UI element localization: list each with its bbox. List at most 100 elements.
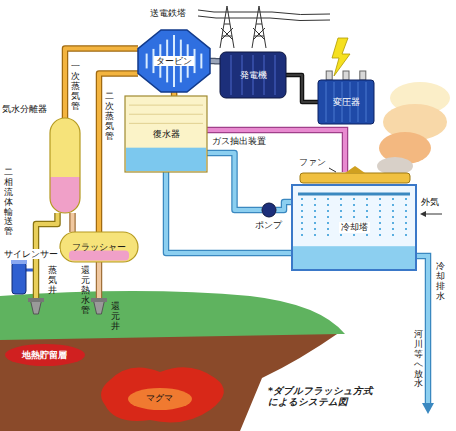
water-drops [327,198,329,238]
flasher: フラッシャー [60,232,138,262]
condenser-label: 復水器 [151,129,182,139]
tower-water [293,246,415,269]
condenser-body [125,96,207,172]
steam-well-shape [28,300,44,314]
separator-label: 気水分離器 [2,104,47,114]
wellhead-top [28,298,44,302]
pipe-outline [69,213,76,232]
layer-label: 地熱貯留層 [22,350,67,360]
pipe-line [166,172,292,253]
transformer-body [318,80,374,124]
transformer: 変圧器 [318,80,374,124]
separator: 気水分離器 [50,118,80,213]
flasher-outline [60,232,138,262]
separator-shape [50,118,80,213]
sprinkler-pipe [298,193,410,196]
pump-shape [262,203,276,217]
transformer-bushing [360,71,366,80]
water-drops [379,198,381,238]
pump: ポンプ [262,203,276,217]
pipe-label: 一次蒸気管 [71,62,80,111]
transformer-bushing [343,71,349,80]
transformer-fin [326,82,327,122]
pipe-line [71,213,75,232]
condenser: 復水器 [125,96,207,172]
reinjection-well-label: 還元井 [111,302,120,332]
silencer-label: サイレンサー [2,249,60,259]
turbine: タービン [138,30,210,92]
reservoir [5,344,85,366]
pipe-line [210,59,220,63]
lightning [332,38,350,76]
condenser-tube [129,105,203,106]
cooling-tower: 冷却塔 [292,185,416,270]
wellhead [93,300,104,314]
leader-line [329,168,336,172]
separator-water [50,177,80,213]
turbine-blade [200,54,202,69]
pylon-frame [246,6,272,48]
tower-body [292,185,416,270]
water-drops [405,198,407,238]
pylon-frame [214,6,240,48]
pipe-connector [286,75,318,102]
steam-well-label: 蒸気井 [48,266,57,296]
pipe-label: 二相流体輸送管 [4,168,13,237]
condenser-water [126,148,206,171]
turbine-blade [146,54,148,69]
turbine-casing [138,30,210,92]
transformer-label: 変圧器 [333,97,360,107]
pipe-outline [286,75,318,102]
pipe-line [286,75,318,102]
generator-rib [274,55,276,95]
reinjection-well-shape [91,300,107,314]
water-drops [314,198,316,238]
drain-arrowhead [422,403,434,414]
pipe-connector [72,213,73,232]
steam-plume [377,157,413,175]
silencer-cap [11,260,27,264]
part-label: 外気 [421,197,439,207]
pipe-line [276,202,292,210]
pipe-connector [99,262,100,300]
pump-body [262,203,276,217]
pipe-connector [166,172,292,253]
pipe-connector [276,202,292,210]
pipe-outline [276,202,292,210]
pipe-label: 二次蒸気管 [105,92,114,141]
layer-label: マグマ [146,393,173,403]
pipe-outline [166,172,292,253]
pipe-label: 冷却排水 [436,262,445,302]
silencer: サイレンサー [12,262,26,294]
fan [300,173,410,183]
pipe-line [207,153,262,210]
turbine-label: タービン [154,56,194,66]
pylon [198,6,330,48]
fan-blade [345,166,365,173]
flasher-label: フラッシャー [72,242,126,252]
pipe-outline [96,262,103,300]
condenser-tube [129,114,203,115]
part-label: ファン [299,157,326,167]
power-line [198,10,330,21]
generator: 発電機 [220,52,286,98]
device-label: ガス抽出装置 [212,136,266,146]
transformer-bushing [326,71,332,80]
pipe-connector [207,153,262,210]
transformer-fin [366,82,367,122]
flasher-water [69,251,129,261]
wellhead [30,300,41,314]
generator-label: 発電機 [240,70,267,80]
pipe-connector [210,61,220,62]
magma-core [128,388,192,410]
ground-layer [0,291,345,340]
water-drops [301,198,303,238]
separator-body [50,118,80,213]
pipe-outline [207,153,262,210]
flasher-body [60,232,138,262]
magma-blob [101,367,224,422]
reinjection-well: 還元井 [91,300,107,314]
air-arrowhead [420,211,426,217]
magma-layer [0,332,340,431]
condenser-tube [129,123,203,124]
